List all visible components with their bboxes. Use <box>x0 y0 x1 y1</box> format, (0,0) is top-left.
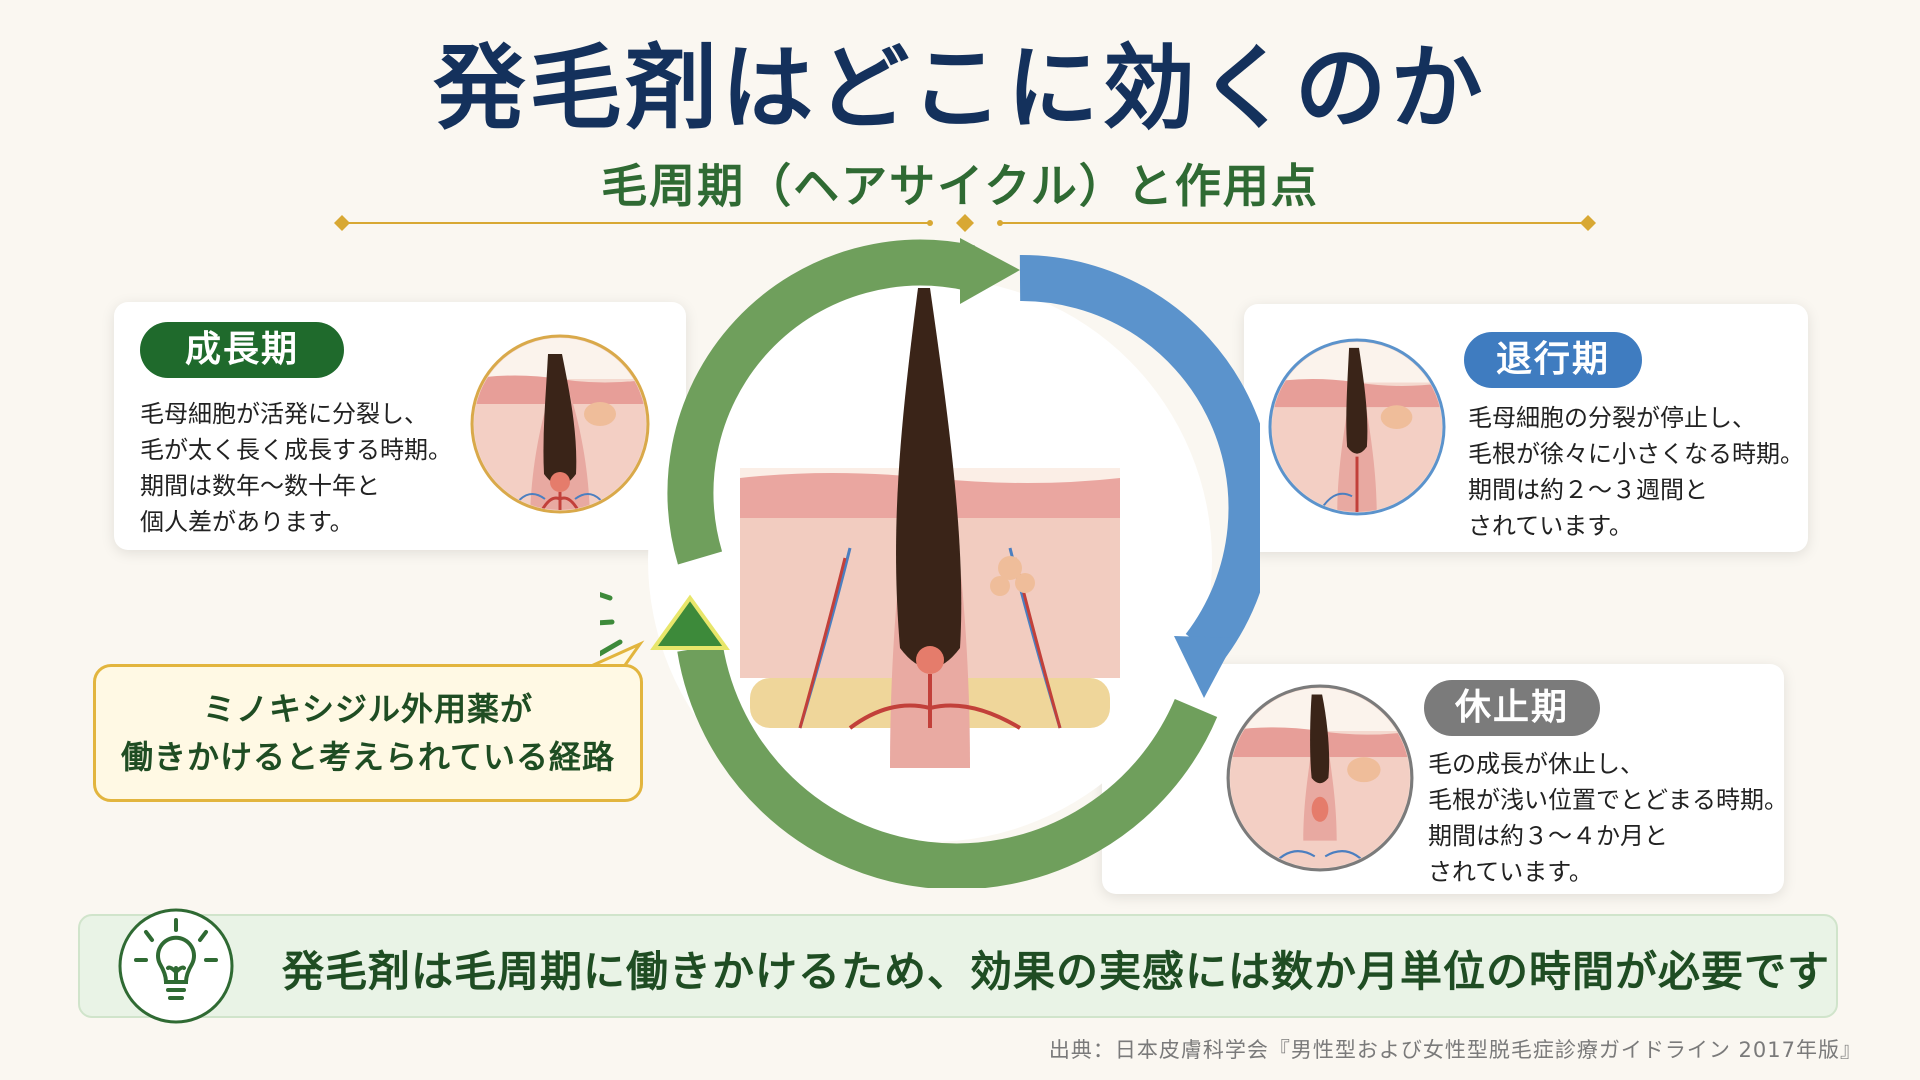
phase-text-line: 個人差があります。 <box>140 508 354 536</box>
phase-text-line: 期間は約２〜３週間と <box>1468 476 1708 504</box>
phase-description-resting: 毛の成長が休止し、 毛根が浅い位置でとどまる時期。 期間は約３〜４か月と されて… <box>1428 746 1788 890</box>
callout-text: ミノキシジル外用薬が 働きかけると考えられている経路 <box>96 667 640 781</box>
phase-text-line: 毛根が徐々に小さくなる時期。 <box>1468 440 1804 468</box>
page-subtitle: 毛周期（ヘアサイクル）と作用点 <box>601 159 1319 213</box>
callout-line-1: ミノキシジル外用薬が <box>202 690 533 728</box>
green-cycle-arrow-upper <box>667 239 975 565</box>
conclusion-text: 発毛剤は毛周期に働きかけるため、効果の実感には数か月単位の時間が必要です <box>282 947 1831 996</box>
growth-phase-follicle-illustration <box>470 334 650 514</box>
green-cycle-arrow-lower <box>677 644 1218 888</box>
phase-text-line: 毛母細胞が活発に分裂し、 <box>140 400 428 428</box>
source-citation: 出典：日本皮膚科学会『男性型および女性型脱毛症診療ガイドライン 2017年版』 <box>1048 1038 1862 1062</box>
phase-badge-growth: 成長期 <box>140 322 344 378</box>
regression-phase-follicle-illustration <box>1268 338 1446 516</box>
callout-line-2: 働きかけると考えられている経路 <box>120 738 616 776</box>
phase-text-line: 期間は数年〜数十年と <box>140 472 380 500</box>
phase-badge-regression: 退行期 <box>1464 332 1642 388</box>
minoxidil-callout: ミノキシジル外用薬が 働きかけると考えられている経路 <box>93 664 643 802</box>
burst-arrow-icon <box>650 594 730 650</box>
title-ornament-divider <box>334 214 1596 232</box>
cycle-arrow-icon <box>960 238 1020 304</box>
phase-description-regression: 毛母細胞の分裂が停止し、 毛根が徐々に小さくなる時期。 期間は約２〜３週間と さ… <box>1468 400 1804 544</box>
phase-text-line: 毛根が浅い位置でとどまる時期。 <box>1428 786 1788 814</box>
lightbulb-icon <box>118 908 234 1024</box>
phase-description-growth: 毛母細胞が活発に分裂し、 毛が太く長く成長する時期。 期間は数年〜数十年と 個人… <box>140 396 452 540</box>
action-burst-lines <box>600 592 623 657</box>
phase-text-line: 毛の成長が休止し、 <box>1428 750 1644 778</box>
resting-phase-follicle-illustration <box>1226 684 1414 872</box>
phase-card-resting: 休止期 毛の成長が休止し、 毛根が浅い位置でとどまる時期。 期間は約３〜４か月と… <box>1102 664 1788 894</box>
phase-text-line: されています。 <box>1468 512 1633 540</box>
cycle-arrow-icon <box>1174 636 1236 698</box>
blue-cycle-arrow <box>1019 254 1260 662</box>
phase-text-line: 期間は約３〜４か月と <box>1428 822 1668 850</box>
skin-cross-section <box>740 288 1120 768</box>
phase-badge-resting: 休止期 <box>1424 680 1600 736</box>
phase-text-line: 毛が太く長く成長する時期。 <box>140 436 452 464</box>
conclusion-banner: 発毛剤は毛周期に働きかけるため、効果の実感には数か月単位の時間が必要です <box>78 908 1838 1024</box>
page-title: 発毛剤はどこに効くのか <box>433 35 1487 142</box>
phase-text-line: 毛母細胞の分裂が停止し、 <box>1468 404 1756 432</box>
hair-cycle-diagram <box>600 238 1260 888</box>
phase-text-line: されています。 <box>1428 858 1593 886</box>
